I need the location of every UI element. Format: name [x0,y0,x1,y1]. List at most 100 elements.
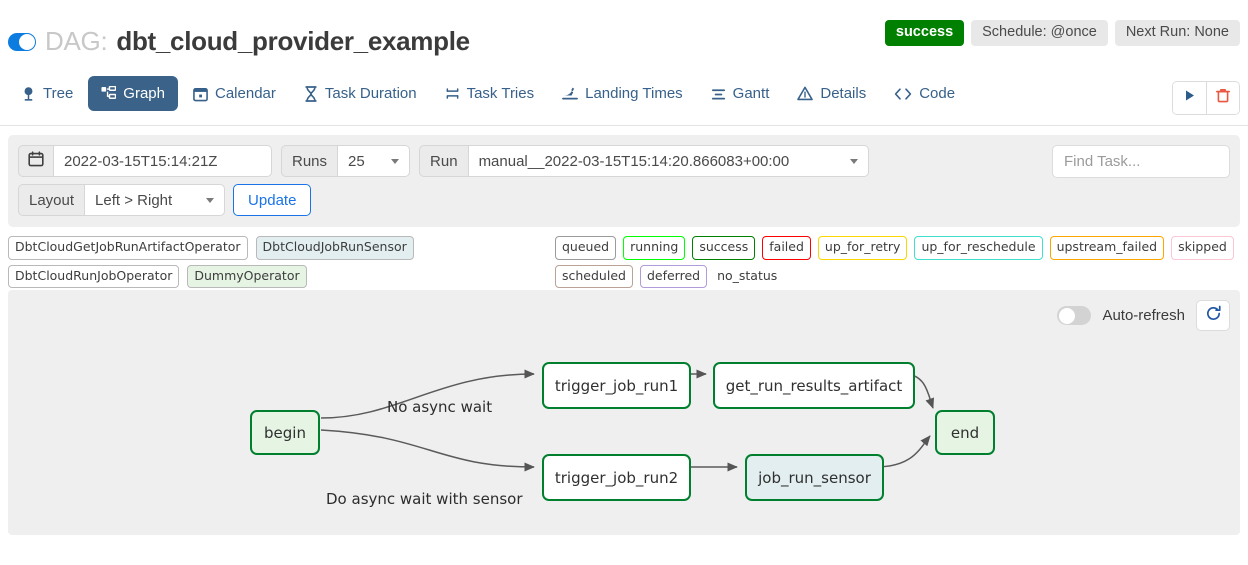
retry-icon [445,86,460,101]
graph-node[interactable]: job_run_sensor [745,454,884,501]
trigger-dag-button[interactable] [1173,82,1206,114]
legend-operator-chip[interactable]: DbtCloudGetJobRunArtifactOperator [8,236,248,260]
layout-label: Layout [18,184,86,216]
legend-state-chip[interactable]: up_for_reschedule [914,236,1043,260]
refresh-icon [1205,305,1222,327]
run-label: Run [419,145,469,177]
tab-calendar[interactable]: Calendar [180,76,289,111]
legend-state-chip[interactable]: failed [762,236,811,260]
gantt-icon [711,87,726,101]
delete-dag-button[interactable] [1206,82,1239,114]
hourglass-icon [304,85,318,102]
tab-tree[interactable]: Tree [8,76,86,111]
auto-refresh-toggle[interactable] [1057,306,1092,325]
legend-state-chip[interactable]: queued [555,236,617,260]
filter-row-primary: 2022-03-15T15:14:21Z Runs 25 Run manual_… [18,145,1230,177]
tab-code[interactable]: Code [881,76,968,111]
edge-label: Do async wait with sensor [326,490,523,508]
graph-node[interactable]: end [935,410,995,455]
dag-label: DAG: [45,26,108,56]
schedule-badge[interactable]: Schedule: @once [971,20,1108,47]
tab-task-duration[interactable]: Task Duration [291,76,430,111]
layout-group: Layout Left > Right [18,184,226,216]
execution-date-group: 2022-03-15T15:14:21Z [18,145,272,177]
tab-task-tries[interactable]: Task Tries [432,76,548,111]
trash-icon [1216,88,1230,108]
tab-landing-times[interactable]: Landing Times [549,76,696,111]
toggle-on-icon[interactable] [8,32,36,51]
runs-value: 25 [348,152,365,170]
chevron-down-icon [391,158,400,164]
tab-label: Code [919,85,956,102]
code-icon [894,87,912,101]
chevron-down-icon [849,158,858,164]
tab-bar: Tree Graph Calendar Task Duration Task T [0,70,1248,126]
play-icon [1183,89,1196,107]
tab-label: Details [820,85,867,102]
runs-label: Runs [281,145,339,177]
tab-list: Tree Graph Calendar Task Duration Task T [8,76,968,111]
legend-state-chip[interactable]: scheduled [555,264,633,288]
runs-group: Runs 25 [281,145,411,177]
legend-state-chip[interactable]: deferred [639,264,708,288]
triangle-info-icon [797,86,814,101]
tab-label: Tree [43,85,74,102]
graph-edges [320,369,935,472]
landing-icon [562,86,579,101]
header-badges: success Schedule: @once Next Run: None [884,20,1240,47]
graph-node[interactable]: begin [250,410,320,455]
tab-details[interactable]: Details [784,76,879,111]
graph-node[interactable]: trigger_job_run1 [542,362,691,409]
edge-label: No async wait [387,398,493,416]
legend-state-chip[interactable]: up_for_retry [817,236,908,260]
graph-panel: Auto-refresh begin trigger_job_run1 get_ru… [8,290,1240,535]
filter-toolbar: 2022-03-15T15:14:21Z Runs 25 Run manual_… [8,135,1240,227]
page-header: DAG: dbt_cloud_provider_example success … [0,0,1248,70]
chevron-down-icon [206,197,215,203]
update-button[interactable]: Update [233,184,312,216]
tab-label: Landing Times [585,85,683,102]
graph-icon [101,86,117,101]
tab-graph[interactable]: Graph [88,76,178,111]
legend-operator-chip[interactable]: DummyOperator [187,264,307,288]
legend-operator-chip[interactable]: DbtCloudRunJobOperator [8,264,180,288]
tab-label: Calendar [215,85,276,102]
tab-label: Task Duration [324,85,417,102]
legend-state-chip[interactable]: skipped [1171,236,1234,260]
auto-refresh-label: Auto-refresh [1102,307,1185,324]
graph-toolbar: Auto-refresh [1057,300,1230,331]
legend-state-chip[interactable]: upstream_failed [1049,236,1165,260]
date-picker-button[interactable] [18,145,54,177]
calendar-icon [28,151,44,171]
calendar-icon [193,86,208,102]
runs-select[interactable]: 25 [338,145,411,177]
run-value: manual__2022-03-15T15:14:20.866083+00:00 [478,152,790,170]
layout-value: Left > Right [95,191,173,209]
run-select[interactable]: manual__2022-03-15T15:14:20.866083+00:00 [468,145,869,177]
dag-actions [1172,81,1240,115]
graph-node[interactable]: get_run_results_artifact [713,362,915,409]
run-group: Run manual__2022-03-15T15:14:20.866083+0… [419,145,869,177]
tab-gantt[interactable]: Gantt [698,76,783,111]
refresh-button[interactable] [1196,300,1230,331]
legend-operator-chip[interactable]: DbtCloudJobRunSensor [255,236,414,260]
dag-name: dbt_cloud_provider_example [116,26,470,56]
legend-state-chip[interactable]: running [623,236,686,260]
tab-label: Gantt [732,85,770,102]
legend-state-chip[interactable]: success [692,236,756,260]
find-task-input[interactable]: Find Task... [1052,145,1230,178]
tab-label: Graph [123,85,165,102]
next-run-badge: Next Run: None [1114,20,1240,47]
layout-select[interactable]: Left > Right [85,184,226,216]
tab-label: Task Tries [466,85,535,102]
execution-date-input[interactable]: 2022-03-15T15:14:21Z [54,145,272,177]
tree-icon [21,86,36,102]
filter-row-secondary: Layout Left > Right Update [18,184,1230,216]
dag-title: DAG: dbt_cloud_provider_example [8,26,470,57]
status-badge: success [884,20,965,47]
legend-state-chip[interactable]: no_status [717,267,778,283]
graph-node[interactable]: trigger_job_run2 [542,454,691,501]
